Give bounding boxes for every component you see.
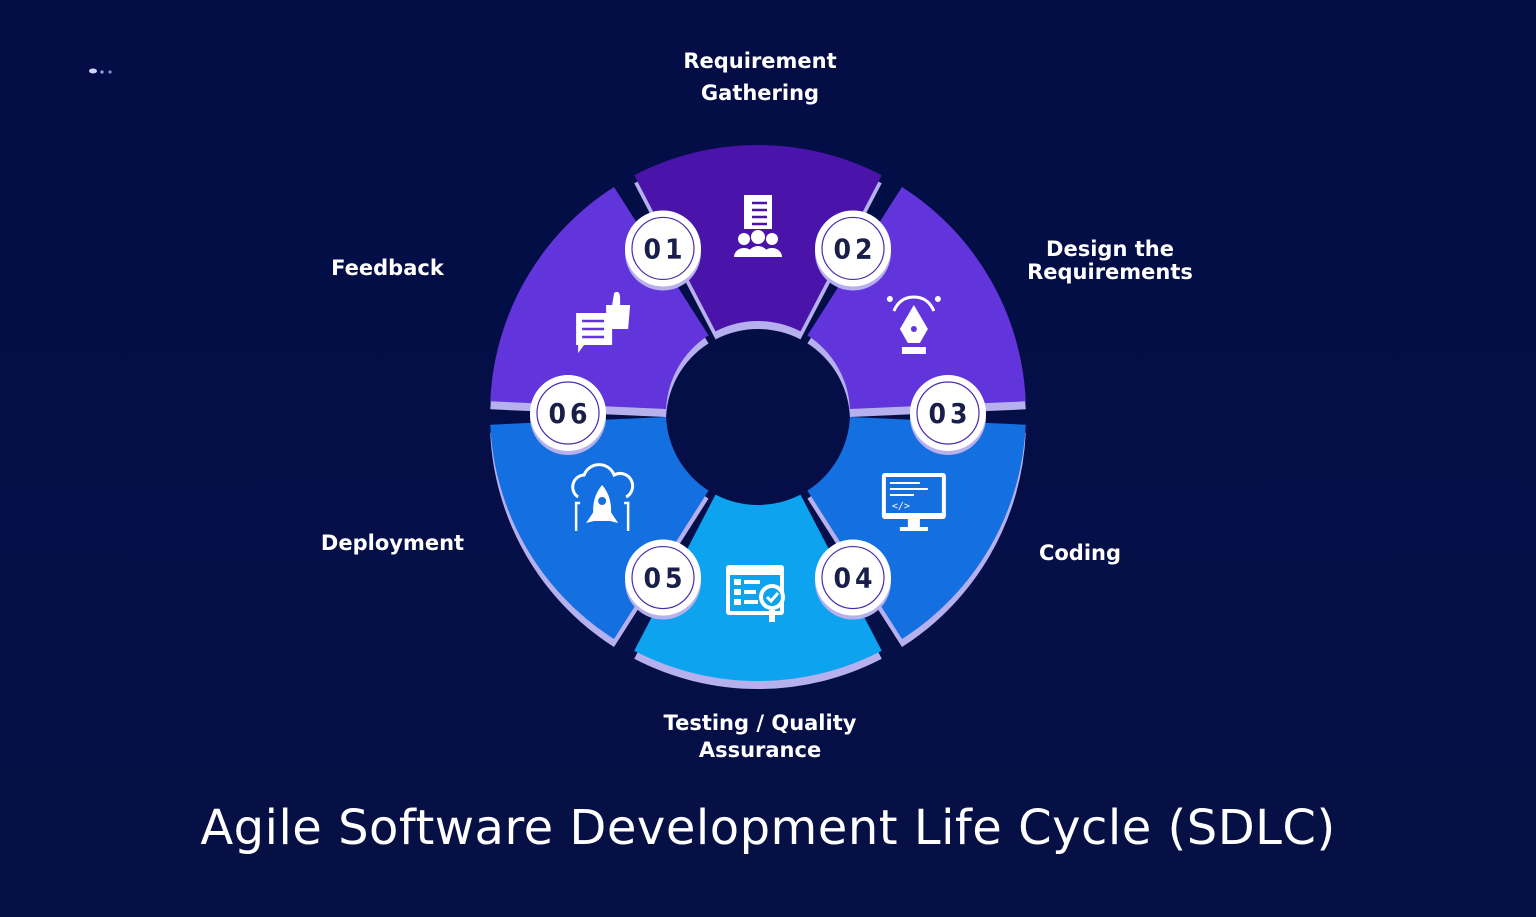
step-number-badge: 03 [910,375,986,455]
step-number: 04 [833,562,876,595]
test-search-icon [726,565,785,622]
segment-requirement-gathering [634,144,882,340]
checklist-team-icon [734,195,782,257]
label-coding: Coding [1038,541,1122,565]
step-number-badge: 05 [625,539,701,620]
cloud-rocket-icon [571,463,635,531]
segment-shape [490,417,709,640]
step-number-badge: 02 [815,210,891,291]
code-monitor-icon: </> [881,473,946,531]
label-feedback: Feedback [331,256,444,280]
step-number: 06 [548,397,591,430]
label-deployment: Deployment [320,531,465,555]
segment-coding: </> [807,417,1026,648]
segment-shape [490,186,709,409]
segment-design [807,186,1026,417]
segment-testing [634,494,882,690]
pen-tool-icon [886,295,941,354]
step-number: 02 [833,232,876,265]
segment-feedback [490,186,709,417]
svg-text:</>: </> [892,501,910,512]
feedback-thumbs-up-icon [576,291,631,353]
step-number: 05 [643,562,686,595]
step-number: 01 [643,232,686,265]
segment-deployment [490,417,709,648]
step-number-badge: 06 [530,375,606,455]
step-number-badge: 01 [625,210,701,291]
page-title: Agile Software Development Life Cycle (S… [200,800,1336,856]
logo-icon [88,67,118,75]
step-number-badge: 04 [815,539,891,620]
step-number: 03 [928,397,971,430]
